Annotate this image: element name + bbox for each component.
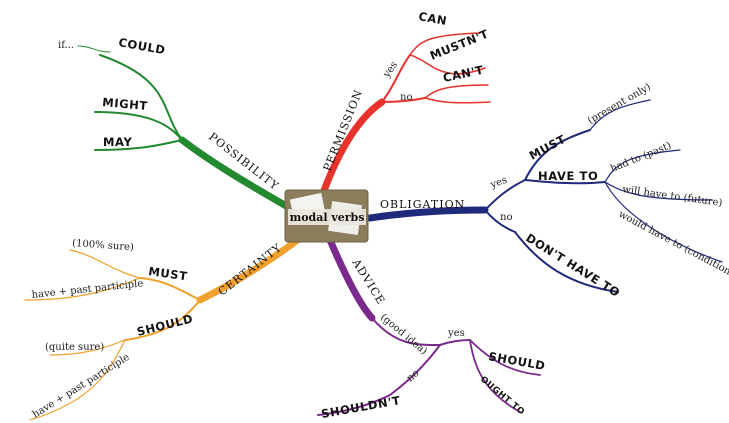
would-have-to-label: would have to (conditional) xyxy=(617,209,729,284)
obligation-label: OBLIGATION xyxy=(380,198,465,211)
obligation-trunk xyxy=(366,206,489,222)
might-label: MIGHT xyxy=(102,95,149,113)
can-line xyxy=(409,32,481,56)
quite-sure-label: (quite sure) xyxy=(45,342,104,353)
advice-yes-line xyxy=(439,339,471,346)
quite-sure-line xyxy=(49,339,126,356)
perm-yes-line xyxy=(381,54,411,103)
ought-to-line xyxy=(469,339,521,413)
if-line xyxy=(77,45,111,53)
sure100-line xyxy=(69,249,141,279)
perm-no-label: no xyxy=(400,92,412,103)
present-only-line xyxy=(589,99,651,131)
would-have-to-line xyxy=(604,181,723,263)
cant-line-2 xyxy=(424,97,491,104)
center-node: modal verbs xyxy=(284,189,369,243)
cant-label: CAN'T xyxy=(442,63,485,85)
dont-have-to-line xyxy=(514,231,619,293)
advice-no-line xyxy=(389,344,441,396)
must-line xyxy=(524,129,591,181)
have-pp1-label: have + past participle xyxy=(31,278,144,301)
good-idea-line xyxy=(371,317,441,346)
sure100-label: (100% sure) xyxy=(72,238,135,253)
advice-branch: ADVICE (good idea) yes no SHOULD OUGHT T… xyxy=(317,236,547,421)
good-idea-label: (good idea) xyxy=(378,312,429,357)
cert-should-label: SHOULD xyxy=(135,311,194,338)
shouldnt-label: SHOULDN'T xyxy=(320,393,402,421)
will-have-to-label: will have to (future) xyxy=(622,184,723,209)
permission-branch: PERMISSION yes no CAN MUSTN'T CAN'T xyxy=(318,9,491,200)
possibility-trunk xyxy=(178,136,292,211)
have-pp1-line xyxy=(24,277,141,301)
center-label: modal verbs xyxy=(290,211,365,224)
advice-label: ADVICE xyxy=(349,256,388,307)
possibility-branch: POSSIBILITY COULD if... MIGHT MAY xyxy=(58,35,292,211)
obl-no-line xyxy=(484,209,516,233)
have-pp2-label: have + past participle xyxy=(31,352,132,421)
will-have-to-line xyxy=(604,181,713,201)
might-line xyxy=(94,111,183,141)
had-to-label: had to (past) xyxy=(609,140,673,174)
cant-line xyxy=(424,84,489,99)
advice-yes-label: yes xyxy=(447,328,465,339)
dont-have-to-label: DON'T HAVE TO xyxy=(523,231,622,300)
if-label: if... xyxy=(58,40,74,51)
obl-yes-line xyxy=(484,179,526,211)
advice-should-line xyxy=(469,339,541,376)
cert-must-line xyxy=(139,277,201,301)
cert-must-label: MUST xyxy=(148,264,189,283)
had-to-line xyxy=(604,149,681,183)
present-only-label: (present only) xyxy=(586,82,653,127)
have-to-label: HAVE TO xyxy=(538,169,598,183)
may-label: MAY xyxy=(103,135,132,149)
center-label-bg xyxy=(288,209,366,225)
obl-yes-label: yes xyxy=(488,175,508,191)
mustnt-line xyxy=(409,54,486,75)
perm-no-line xyxy=(381,97,426,103)
permission-label: PERMISSION xyxy=(321,87,366,173)
obligation-branch: OBLIGATION yes no MUST (present only) HA… xyxy=(366,82,729,300)
obl-no-label: no xyxy=(500,212,512,223)
have-pp2-line xyxy=(29,339,126,421)
advice-trunk xyxy=(326,236,376,322)
ought-to-label: OUGHT TO xyxy=(478,375,526,418)
advice-should-label: SHOULD xyxy=(487,349,546,373)
certainty-trunk xyxy=(196,234,304,304)
certainty-label: CERTAINTY xyxy=(216,241,285,299)
have-to-line xyxy=(524,179,606,185)
may-line xyxy=(94,139,183,151)
certainty-branch: CERTAINTY MUST (100% sure) have + past p… xyxy=(24,234,304,421)
must-label: MUST xyxy=(527,132,568,163)
permission-trunk xyxy=(318,98,386,200)
cert-should-line xyxy=(124,299,201,341)
can-label: CAN xyxy=(417,9,448,28)
could-line xyxy=(99,54,183,141)
mustnt-label: MUSTN'T xyxy=(428,27,491,63)
shouldnt-line xyxy=(317,394,391,416)
could-label: COULD xyxy=(117,35,166,57)
